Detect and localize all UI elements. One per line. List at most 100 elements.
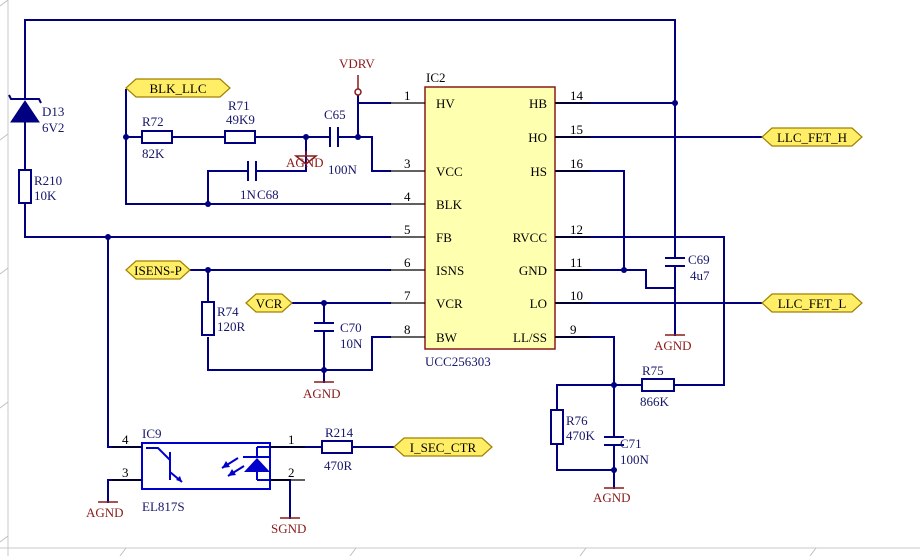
pin-number: 6 — [404, 255, 411, 270]
r71-resistor[interactable]: R71 49K9 — [224, 98, 256, 144]
c70-value: 10N — [340, 336, 363, 351]
pin-name: BLK — [436, 197, 463, 212]
pin-number: 15 — [570, 122, 583, 137]
led-diode-icon — [243, 446, 271, 481]
agnd-symbol-ic9: AGND — [86, 501, 124, 520]
pin-name: RVCC — [513, 230, 547, 245]
port-i-sec-ctr[interactable]: I_SEC_CTR — [393, 437, 493, 457]
c71-value: 100N — [620, 452, 650, 467]
port-vcr[interactable]: VCR — [245, 293, 293, 313]
vdrv-power-symbol: VDRV — [339, 56, 375, 96]
c70-capacitor[interactable]: C70 10N — [314, 320, 363, 351]
pin-name: HV — [436, 96, 455, 111]
port-blk-llc-label: BLK_LLC — [149, 81, 206, 96]
r76-ref: R76 — [566, 413, 588, 428]
r72-resistor[interactable]: R72 82K — [141, 114, 173, 161]
agnd-label: AGND — [303, 386, 341, 401]
pin-number: 14 — [570, 88, 584, 103]
ic9-pin-1: 1 — [288, 432, 295, 447]
port-llc-fet-l[interactable]: LLC_FET_L — [761, 293, 863, 313]
port-isens-p-label: ISENS-P — [134, 263, 182, 278]
ic9-optocoupler[interactable]: IC9 EL817S 4 3 1 — [112, 426, 305, 514]
r74-ref: R74 — [217, 304, 239, 319]
agnd-label: AGND — [593, 490, 631, 505]
c65-value: 100N — [328, 162, 358, 177]
r71-value: 49K9 — [226, 112, 255, 127]
ic9-ref: IC9 — [142, 426, 162, 441]
ic9-part: EL817S — [142, 499, 185, 514]
r75-value: 866K — [640, 394, 670, 409]
pin-number: 9 — [570, 322, 577, 337]
ic2-right-pins: 14 15 16 12 11 10 9 HB HO HS RVCC GND LO… — [513, 88, 590, 345]
pin-number: 5 — [404, 222, 411, 237]
r210-ref: R210 — [34, 173, 62, 188]
r210-resistor[interactable]: R210 10K — [18, 169, 62, 204]
c68-capacitor[interactable]: 1N C68 — [240, 161, 279, 202]
pin-number: 8 — [404, 322, 411, 337]
c70-ref: C70 — [340, 320, 362, 335]
r76-resistor[interactable]: R76 470K — [550, 409, 596, 445]
ic9-pin-3: 3 — [122, 465, 129, 480]
pin-number: 12 — [570, 222, 583, 237]
pin-number: 11 — [570, 255, 583, 270]
pin-name: VCR — [436, 296, 463, 311]
ic2-ref: IC2 — [426, 70, 446, 85]
r75-ref: R75 — [642, 363, 664, 378]
port-isens-p[interactable]: ISENS-P — [125, 260, 191, 280]
wires — [24, 19, 763, 519]
c65-ref: C65 — [324, 107, 346, 122]
phototransistor-icon — [146, 447, 183, 483]
light-arrows-icon — [221, 457, 245, 477]
pin-name: HS — [530, 164, 547, 179]
pin-number: 10 — [570, 288, 583, 303]
agnd-symbol-c70: AGND — [303, 381, 341, 401]
pin-name: VCC — [436, 164, 463, 179]
r74-value: 120R — [217, 319, 246, 334]
port-i-sec-ctr-label: I_SEC_CTR — [410, 440, 477, 455]
d13-value: 6V2 — [42, 120, 64, 135]
pin-name: LL/SS — [513, 330, 547, 345]
c65-capacitor[interactable]: C65 100N — [324, 107, 358, 177]
ic9-pin-2: 2 — [288, 465, 295, 480]
port-vcr-label: VCR — [256, 296, 283, 311]
ic2-left-pins: 1 3 4 5 6 7 8 HV VCC BLK FB ISNS VCR BW — [390, 88, 464, 345]
sgnd-symbol-ic9: SGND — [271, 517, 306, 536]
pin-number: 7 — [404, 288, 411, 303]
agnd-label: AGND — [654, 338, 692, 353]
pin-number: 3 — [404, 156, 411, 171]
agnd-label: AGND — [86, 505, 124, 520]
c69-capacitor[interactable]: C69 4u7 — [665, 247, 710, 283]
pin-name: GND — [519, 263, 547, 278]
c69-value: 4u7 — [690, 268, 710, 283]
pin-number: 1 — [404, 88, 411, 103]
c69-ref: C69 — [688, 252, 710, 267]
c68-value: 1N — [240, 187, 257, 202]
agnd-symbol-c69: AGND — [654, 334, 692, 353]
vdrv-label: VDRV — [339, 56, 375, 71]
c68-ref: C68 — [257, 187, 279, 202]
pin-name: LO — [530, 296, 547, 311]
r214-value: 470R — [324, 458, 353, 473]
r72-ref: R72 — [142, 114, 164, 129]
r76-value: 470K — [566, 428, 596, 443]
sgnd-label: SGND — [271, 521, 306, 536]
r71-ref: R71 — [228, 98, 250, 113]
d13-ref: D13 — [42, 104, 64, 119]
r72-value: 82K — [142, 146, 165, 161]
r214-resistor[interactable]: R214 470R — [321, 425, 354, 473]
pin-name: FB — [436, 230, 452, 245]
agnd-label: AGND — [286, 155, 324, 170]
d13-zener-diode[interactable]: D13 6V2 — [8, 94, 64, 135]
pin-name: ISNS — [436, 263, 464, 278]
pin-name: HB — [529, 96, 547, 111]
ic9-pin-4: 4 — [122, 432, 129, 447]
pin-name: BW — [436, 330, 458, 345]
c71-capacitor[interactable]: C71 100N — [604, 436, 650, 467]
ic2-ucc256303[interactable]: IC2 UCC256303 1 3 4 5 6 7 8 HV VCC BLK F… — [390, 70, 590, 369]
r75-resistor[interactable]: R75 866K — [640, 363, 675, 409]
junctions — [105, 100, 678, 473]
r74-resistor[interactable]: R74 120R — [201, 301, 246, 336]
port-blk-llc[interactable]: BLK_LLC — [125, 78, 231, 98]
port-llc-fet-h[interactable]: LLC_FET_H — [761, 127, 863, 147]
